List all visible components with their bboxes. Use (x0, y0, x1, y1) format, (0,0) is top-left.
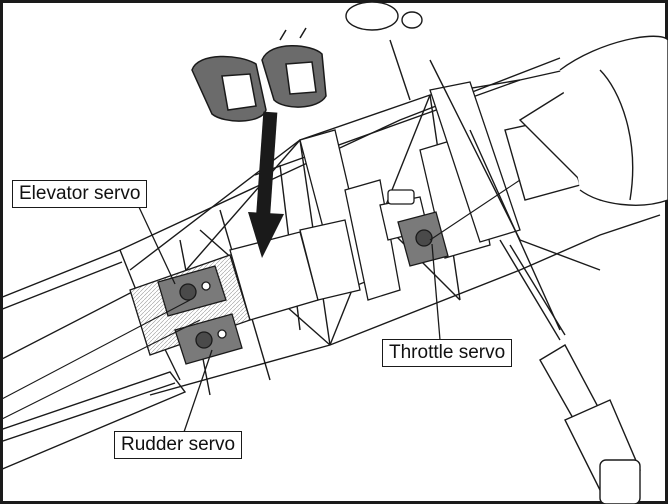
elevator-servo-shape (157, 265, 227, 317)
throttle-servo-shape (397, 211, 449, 267)
pushrods (0, 179, 521, 421)
landing-gear (345, 1, 641, 504)
throttle-servo-label: Throttle servo (382, 339, 513, 367)
firewall (504, 35, 668, 206)
insert-arrow (248, 111, 284, 258)
leader-lines (137, 204, 441, 433)
rudder-servo-shape (174, 313, 243, 365)
rudder-servo-label: Rudder servo (114, 431, 243, 459)
elevator-servo-label: Elevator servo (12, 180, 148, 208)
foam-wraps (191, 27, 327, 122)
formers (229, 81, 521, 321)
